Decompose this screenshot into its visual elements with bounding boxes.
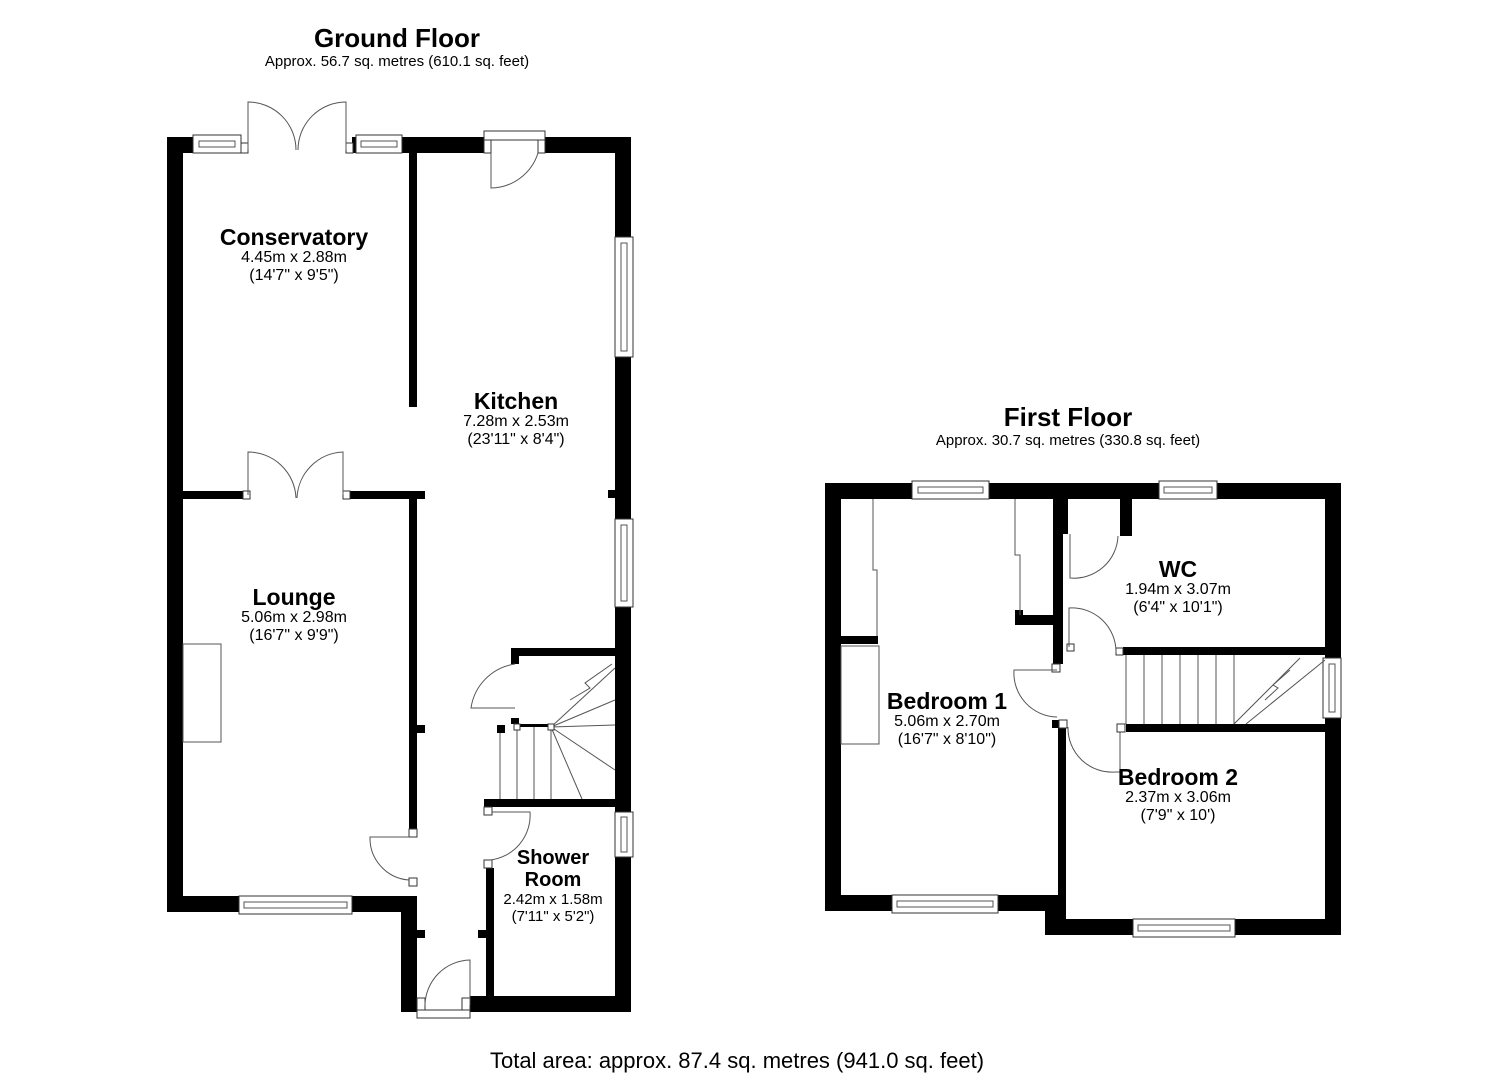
- first-floor-fixtures: [840, 499, 1326, 773]
- room-label-wc: WC 1.94m x 3.07m (6'4" x 10'1"): [1125, 558, 1231, 617]
- ground-floor-stairs: [499, 663, 616, 800]
- ground-floor-walls: [167, 137, 631, 1012]
- first-floor-heading: First Floor Approx. 30.7 sq. metres (330…: [936, 402, 1200, 450]
- room-imperial: (14'7" x 9'5"): [249, 267, 339, 284]
- room-name: WC: [1158, 556, 1198, 582]
- room-imperial: (7'11" x 5'2"): [511, 908, 595, 925]
- room-name: Bedroom 1: [886, 688, 1008, 714]
- room-imperial: (23'11" x 8'4"): [467, 431, 565, 448]
- ground-floor-area: Approx. 56.7 sq. metres (610.1 sq. feet): [264, 53, 530, 70]
- first-floor-walls: [825, 483, 1341, 935]
- room-label-lounge: Lounge 5.06m x 2.98m (16'7" x 9'9"): [241, 586, 347, 645]
- ground-floor-title: Ground Floor: [313, 23, 481, 53]
- room-name: Lounge: [252, 584, 336, 610]
- room-name: Bedroom 2: [1117, 764, 1239, 790]
- room-metric: 2.37m x 3.06m: [1125, 789, 1231, 806]
- room-label-bedroom-1: Bedroom 1 5.06m x 2.70m (16'7" x 8'10"): [887, 690, 1007, 749]
- room-label-shower-room: Shower Room 2.42m x 1.58m (7'11" x 5'2"): [503, 847, 602, 925]
- room-name-line2: Room: [524, 869, 582, 891]
- room-label-conservatory: Conservatory 4.45m x 2.88m (14'7" x 9'5"…: [220, 226, 368, 285]
- first-floor-windows: [891, 480, 1342, 938]
- room-metric: 5.06m x 2.98m: [241, 609, 347, 626]
- room-metric: 5.06m x 2.70m: [894, 713, 1000, 730]
- room-name: Kitchen: [473, 388, 559, 414]
- room-name: Conservatory: [219, 224, 369, 250]
- room-imperial: (7'9" x 10'): [1140, 807, 1216, 824]
- room-imperial: (16'7" x 9'9"): [249, 627, 339, 644]
- room-metric: 7.28m x 2.53m: [463, 413, 569, 430]
- ground-floor-windows: [182, 134, 634, 915]
- room-metric: 4.45m x 2.88m: [241, 249, 347, 266]
- total-area: Total area: approx. 87.4 sq. metres (941…: [489, 1048, 985, 1073]
- room-imperial: (6'4" x 10'1"): [1133, 599, 1223, 616]
- room-name-line1: Shower: [516, 847, 590, 869]
- room-imperial: (16'7" x 8'10"): [897, 731, 997, 748]
- room-label-kitchen: Kitchen 7.28m x 2.53m (23'11" x 8'4"): [463, 390, 569, 449]
- room-label-bedroom-2: Bedroom 2 2.37m x 3.06m (7'9" x 10'): [1118, 766, 1238, 825]
- room-metric: 2.42m x 1.58m: [503, 891, 603, 908]
- ground-floor-doors: [240, 101, 546, 1019]
- room-metric: 1.94m x 3.07m: [1125, 581, 1231, 598]
- first-floor-area: Approx. 30.7 sq. metres (330.8 sq. feet): [935, 432, 1201, 449]
- first-floor-title: First Floor: [1003, 402, 1133, 432]
- ground-floor-heading: Ground Floor Approx. 56.7 sq. metres (61…: [265, 23, 529, 71]
